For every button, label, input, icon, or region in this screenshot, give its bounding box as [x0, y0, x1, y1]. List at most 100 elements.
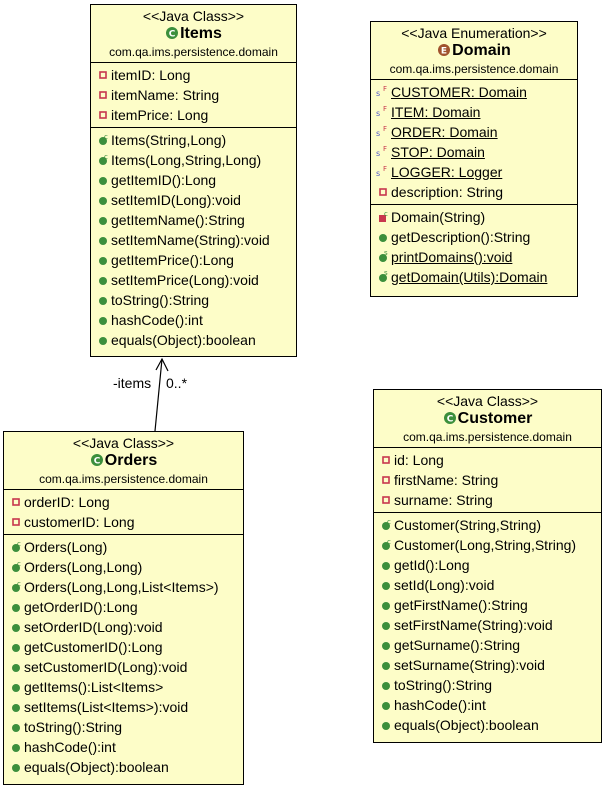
svg-text:c: c: [104, 153, 108, 161]
member-text: setFirstName(String):void: [394, 617, 553, 633]
public-method-icon: [382, 722, 390, 730]
svg-text:c: c: [387, 538, 391, 546]
constructor-icon: c: [12, 580, 21, 592]
public-method-icon: [12, 624, 20, 632]
svg-text:C: C: [446, 415, 453, 425]
member-text: Orders(Long,Long,List<Items>): [24, 579, 219, 595]
member-text: getItems():List<Items>: [24, 679, 164, 695]
svg-text:c: c: [17, 540, 21, 548]
public-method-icon: [99, 297, 107, 305]
svg-text:s: s: [376, 129, 380, 138]
constructor-icon: c: [382, 518, 391, 530]
member-row: setItemName(String):void: [91, 230, 296, 250]
static-method-icon: s: [379, 270, 388, 282]
public-method-icon: [99, 317, 107, 325]
member-text: getFirstName():String: [394, 597, 528, 613]
public-method-icon: [382, 562, 390, 570]
svg-text:s: s: [376, 89, 380, 98]
member-text: Domain(String): [391, 209, 486, 225]
member-row: toString():String: [374, 675, 601, 695]
member-row: hashCode():int: [4, 737, 243, 757]
member-row: toString():String: [91, 290, 296, 310]
member-row: setFirstName(String):void: [374, 615, 601, 635]
member-text: customerID: Long: [24, 514, 135, 530]
member-text: getItemID():Long: [111, 172, 217, 188]
member-row: firstName: String: [374, 470, 601, 490]
public-method-icon: [99, 337, 107, 345]
member-text: setId(Long):void: [394, 577, 495, 593]
public-method-icon: [12, 664, 20, 672]
member-row: id: Long: [374, 450, 601, 470]
private-field-icon: [99, 71, 107, 79]
public-method-icon: [12, 684, 20, 692]
member-text: setSurname(String):void: [394, 657, 545, 673]
member-text: getSurname():String: [394, 637, 521, 653]
private-field-icon: [99, 91, 107, 99]
member-text: LOGGER: Logger: [391, 164, 503, 180]
stereotype-label: <<Java Class>>: [142, 8, 245, 24]
private-field-icon: [12, 518, 20, 526]
member-row: getDescription():String: [371, 227, 577, 247]
member-row: toString():String: [4, 717, 243, 737]
member-text: ITEM: Domain: [391, 104, 481, 120]
private-field-icon: [12, 498, 20, 506]
svg-text:C: C: [93, 457, 100, 467]
member-text: getCustomerID():Long: [24, 639, 163, 655]
member-row: getId():Long: [374, 555, 601, 575]
class-name-text: Domain: [452, 42, 511, 59]
public-method-icon: [382, 702, 390, 710]
svg-text:F: F: [383, 165, 387, 173]
member-row: description: String: [371, 182, 577, 202]
public-method-icon: [12, 704, 20, 712]
member-text: STOP: Domain: [391, 144, 485, 160]
member-text: setItemName(String):void: [111, 232, 270, 248]
package-label: com.qa.ims.persistence.domain: [403, 430, 572, 444]
constructor-icon: c: [99, 133, 108, 145]
member-text: itemName: String: [111, 87, 220, 103]
member-row: equals(Object):boolean: [91, 330, 296, 350]
svg-text:C: C: [169, 30, 176, 40]
private-constructor-icon: c: [379, 210, 388, 222]
member-row: getSurname():String: [374, 635, 601, 655]
public-method-icon: [379, 234, 387, 242]
class-name-text: Customer: [457, 410, 533, 427]
member-text: getDomain(Utils):Domain: [391, 269, 548, 285]
member-text: ORDER: Domain: [391, 124, 498, 140]
member-text: getItemName():String: [111, 212, 245, 228]
svg-text:s: s: [376, 149, 380, 158]
private-field-icon: [379, 188, 387, 196]
svg-text:F: F: [383, 145, 387, 153]
member-row: surname: String: [374, 490, 601, 510]
member-row: setOrderID(Long):void: [4, 617, 243, 637]
svg-text:s: s: [384, 250, 388, 257]
public-method-icon: [12, 604, 20, 612]
member-row: setItemPrice(Long):void: [91, 270, 296, 290]
public-method-icon: [382, 622, 390, 630]
member-text: getOrderID():Long: [24, 599, 138, 615]
member-row: itemID: Long: [91, 65, 296, 85]
member-text: surname: String: [394, 492, 493, 508]
member-row: setCustomerID(Long):void: [4, 657, 243, 677]
member-text: setOrderID(Long):void: [24, 619, 163, 635]
public-method-icon: [382, 682, 390, 690]
